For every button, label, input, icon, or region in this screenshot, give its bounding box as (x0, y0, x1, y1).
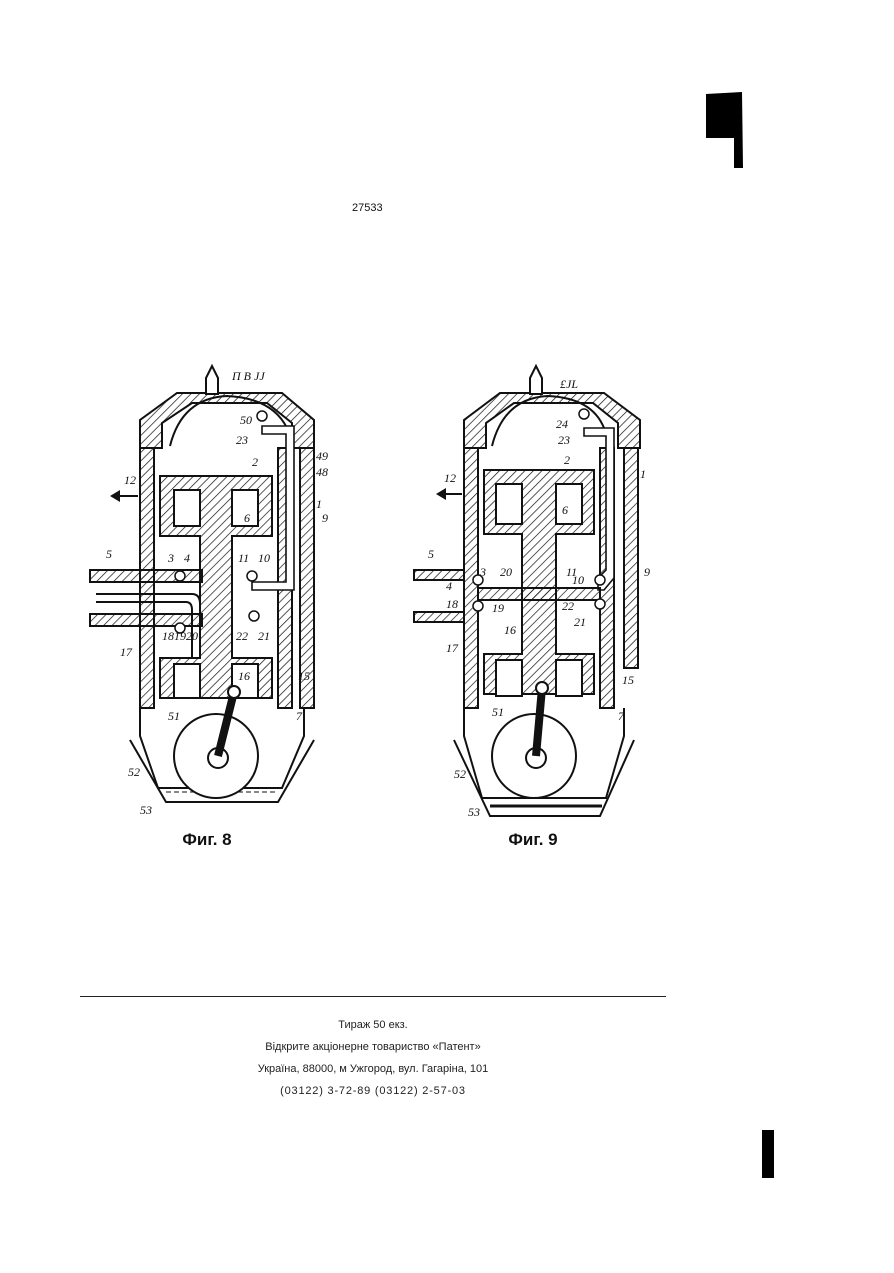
ref-label: 11 (238, 551, 249, 565)
registration-mark-bottom (762, 1130, 774, 1178)
publisher-address: Україна, 88000, м Ужгород, вул. Гагаріна… (80, 1058, 666, 1080)
figure-9: £JL 24 23 1 2 6 12 5 3 20 4 11 10 9 18 1… (408, 358, 658, 858)
ref-label: 22 (236, 629, 248, 643)
ref-label: 2 (564, 453, 570, 467)
ref-label: 21 (574, 615, 586, 629)
ref-label: 15 (622, 673, 634, 687)
figure-9-drawing: £JL 24 23 1 2 6 12 5 3 20 4 11 10 9 18 1… (408, 358, 658, 828)
ref-label: 51 (492, 705, 504, 719)
ref-label: 53 (468, 805, 480, 819)
ref-label: 7 (618, 709, 625, 723)
ref-label: 16 (238, 669, 250, 683)
ref-label: 5 (428, 547, 434, 561)
ref-label: 9 (644, 565, 650, 579)
figure-8: П В JJ 50 23 49 48 1 9 2 6 12 5 3 4 11 1… (82, 358, 332, 858)
ref-label: 1 (640, 467, 646, 481)
ref-label: 17 (120, 645, 133, 659)
figure-9-caption: Фиг. 9 (408, 830, 658, 850)
figure-9-top-label: £JL (560, 377, 578, 391)
page-number: 27533 (352, 202, 383, 214)
ref-label: 20 (186, 629, 198, 643)
ref-label: 19 (492, 601, 504, 615)
ref-label: 9 (322, 511, 328, 525)
ref-label: 17 (446, 641, 459, 655)
ref-label: 22 (562, 599, 574, 613)
ref-label: 21 (258, 629, 270, 643)
figure-8-top-label: П В JJ (231, 369, 265, 383)
publisher-phones: (03122) 3-72-89 (03122) 2-57-03 (80, 1080, 666, 1102)
ref-label: 6 (562, 503, 568, 517)
ref-label: 16 (504, 623, 516, 637)
print-run: Тираж 50 екз. (80, 1014, 666, 1036)
ref-label: 23 (236, 433, 248, 447)
ref-label: 52 (454, 767, 466, 781)
ref-label: 4 (446, 579, 452, 593)
publisher-name: Відкрите акціонерне товариство «Патент» (80, 1036, 666, 1058)
figure-8-drawing: П В JJ 50 23 49 48 1 9 2 6 12 5 3 4 11 1… (82, 358, 332, 828)
ref-label: 51 (168, 709, 180, 723)
ref-label: 5 (106, 547, 112, 561)
ref-label: 20 (500, 565, 512, 579)
ref-label: 12 (124, 473, 136, 487)
ref-label: 10 (258, 551, 270, 565)
ref-label: 3 (479, 565, 486, 579)
registration-mark-top (706, 92, 744, 168)
publisher-footer: Тираж 50 екз. Відкрите акціонерне товари… (80, 1014, 666, 1102)
ref-label: 49 (316, 449, 328, 463)
ref-label: 52 (128, 765, 140, 779)
ref-label: 15 (298, 669, 310, 683)
ref-label: 18 (446, 597, 458, 611)
ref-label: 2 (252, 455, 258, 469)
ref-label: 12 (444, 471, 456, 485)
figure-8-caption: Фиг. 8 (82, 830, 332, 850)
ref-label: 24 (556, 417, 568, 431)
ref-label: 18 (162, 629, 174, 643)
ref-label: 6 (244, 511, 250, 525)
ref-label: 53 (140, 803, 152, 817)
ref-label: 4 (184, 551, 190, 565)
ref-label: 1 (316, 497, 322, 511)
ref-label: 3 (167, 551, 174, 565)
ref-label: 50 (240, 413, 252, 427)
ref-label: 48 (316, 465, 328, 479)
ref-label: 7 (296, 709, 303, 723)
ref-label: 19 (174, 629, 186, 643)
ref-label: 23 (558, 433, 570, 447)
footer-divider (80, 996, 666, 997)
ref-label: 10 (572, 573, 584, 587)
